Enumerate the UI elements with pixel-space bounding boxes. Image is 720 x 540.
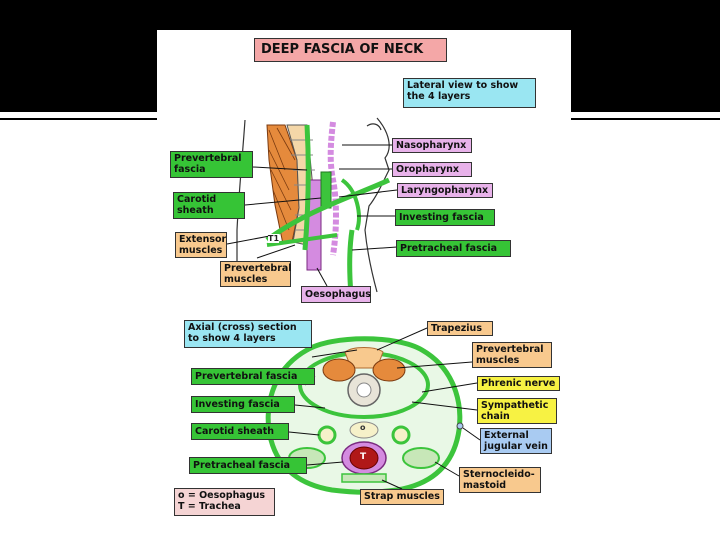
axial-key: o = Oesophagus T = Trachea — [174, 488, 275, 516]
leader-oesophagus — [316, 267, 328, 287]
label-carotid-sheath: Carotid sheath — [173, 192, 245, 219]
label-extensor-muscles: Extensor muscles — [175, 232, 227, 258]
oesophagus-section — [349, 421, 379, 439]
label-axial-sympathetic-chain: Sympathetic chain — [477, 398, 557, 424]
leader-axial-sternocleidomastoid — [434, 461, 460, 477]
face-outline — [364, 117, 390, 293]
label-laryngopharynx: Laryngopharynx — [397, 183, 493, 198]
leader-axial-strap-muscles — [381, 479, 403, 490]
leader-laryngopharynx — [338, 189, 398, 198]
label-oropharynx: Oropharynx — [392, 162, 472, 177]
leader-axial-external-jugular — [462, 427, 481, 441]
label-axial-t: T — [360, 452, 367, 462]
leader-axial-trapezius — [376, 327, 428, 351]
label-axial-investing-fascia: Investing fascia — [191, 396, 295, 413]
leader-axial-carotid-sheath — [288, 431, 320, 436]
label-axial-external-jugular-vein: External jugular vein — [480, 428, 552, 454]
label-pretracheal-fascia: Pretracheal fascia — [396, 240, 511, 257]
carotid-sheath-right — [391, 425, 411, 445]
lateral-view-caption: Lateral view to show the 4 layers — [403, 78, 536, 108]
neck-fascia-figure: DEEP FASCIA OF NECK Lateral view to show… — [157, 30, 571, 520]
pretracheal-upper — [340, 178, 361, 231]
leader-axial-prevertebral-muscles — [396, 361, 473, 369]
leader-axial-phrenic-nerve — [421, 382, 478, 393]
spinal-canal — [356, 382, 372, 398]
external-jugular-vein-shape — [456, 422, 464, 430]
carotid-sheath-left — [317, 425, 337, 445]
leader-extensor-muscles — [226, 234, 276, 245]
label-axial-phrenic-nerve: Phrenic nerve — [477, 376, 560, 391]
label-axial-prevertebral-muscles: Prevertebral muscles — [472, 342, 552, 368]
ear-outline — [366, 123, 382, 131]
label-axial-sternocleidomastoid: Sternocleido- mastoid — [459, 467, 541, 493]
label-axial-strap-muscles: Strap muscles — [360, 489, 444, 505]
sternocleidomastoid-right — [402, 447, 440, 469]
prevertebral-muscle-left — [322, 358, 356, 382]
strap-muscles-shape — [341, 473, 387, 483]
muscle-striations — [268, 127, 296, 231]
label-t1: T1 — [268, 234, 280, 243]
trachea-section — [349, 446, 379, 470]
leader-pretracheal-fascia — [351, 246, 398, 251]
leader-prevertebral-muscles — [256, 244, 296, 259]
label-investing-fascia: Investing fascia — [395, 209, 495, 226]
label-prevertebral-fascia: Prevertebral fascia — [170, 151, 253, 178]
label-axial-trapezius: Trapezius — [427, 321, 493, 336]
leader-axial-pretracheal-fascia — [306, 461, 344, 466]
leader-axial-trapezius-a — [311, 349, 358, 358]
label-axial-carotid-sheath: Carotid sheath — [191, 423, 289, 440]
leader-prevertebral-fascia — [252, 166, 308, 171]
prevertebral-fascia-line — [302, 124, 311, 251]
diagram-title: DEEP FASCIA OF NECK — [254, 38, 447, 62]
leader-axial-sympathetic-chain — [411, 401, 478, 411]
investing-fascia-line — [265, 177, 391, 243]
leader-axial-investing-fascia — [294, 404, 326, 409]
label-axial-pretracheal-fascia: Pretracheal fascia — [189, 457, 307, 474]
axial-view-caption: Axial (cross) section to show 4 layers — [184, 320, 312, 348]
label-nasopharynx: Nasopharynx — [392, 138, 472, 153]
label-oesophagus: Oesophagus — [301, 286, 371, 303]
label-prevertebral-muscles: Prevertebral muscles — [220, 261, 292, 287]
investing-fascia-lower — [266, 233, 338, 247]
label-axial-prevertebral-fascia: Prevertebral fascia — [191, 368, 315, 385]
axial-view-drawing — [265, 327, 481, 495]
prevertebral-muscle-right — [372, 358, 406, 382]
leader-carotid-sheath — [244, 197, 322, 206]
label-axial-o: o — [360, 423, 366, 432]
pharynx-shape — [327, 121, 339, 256]
